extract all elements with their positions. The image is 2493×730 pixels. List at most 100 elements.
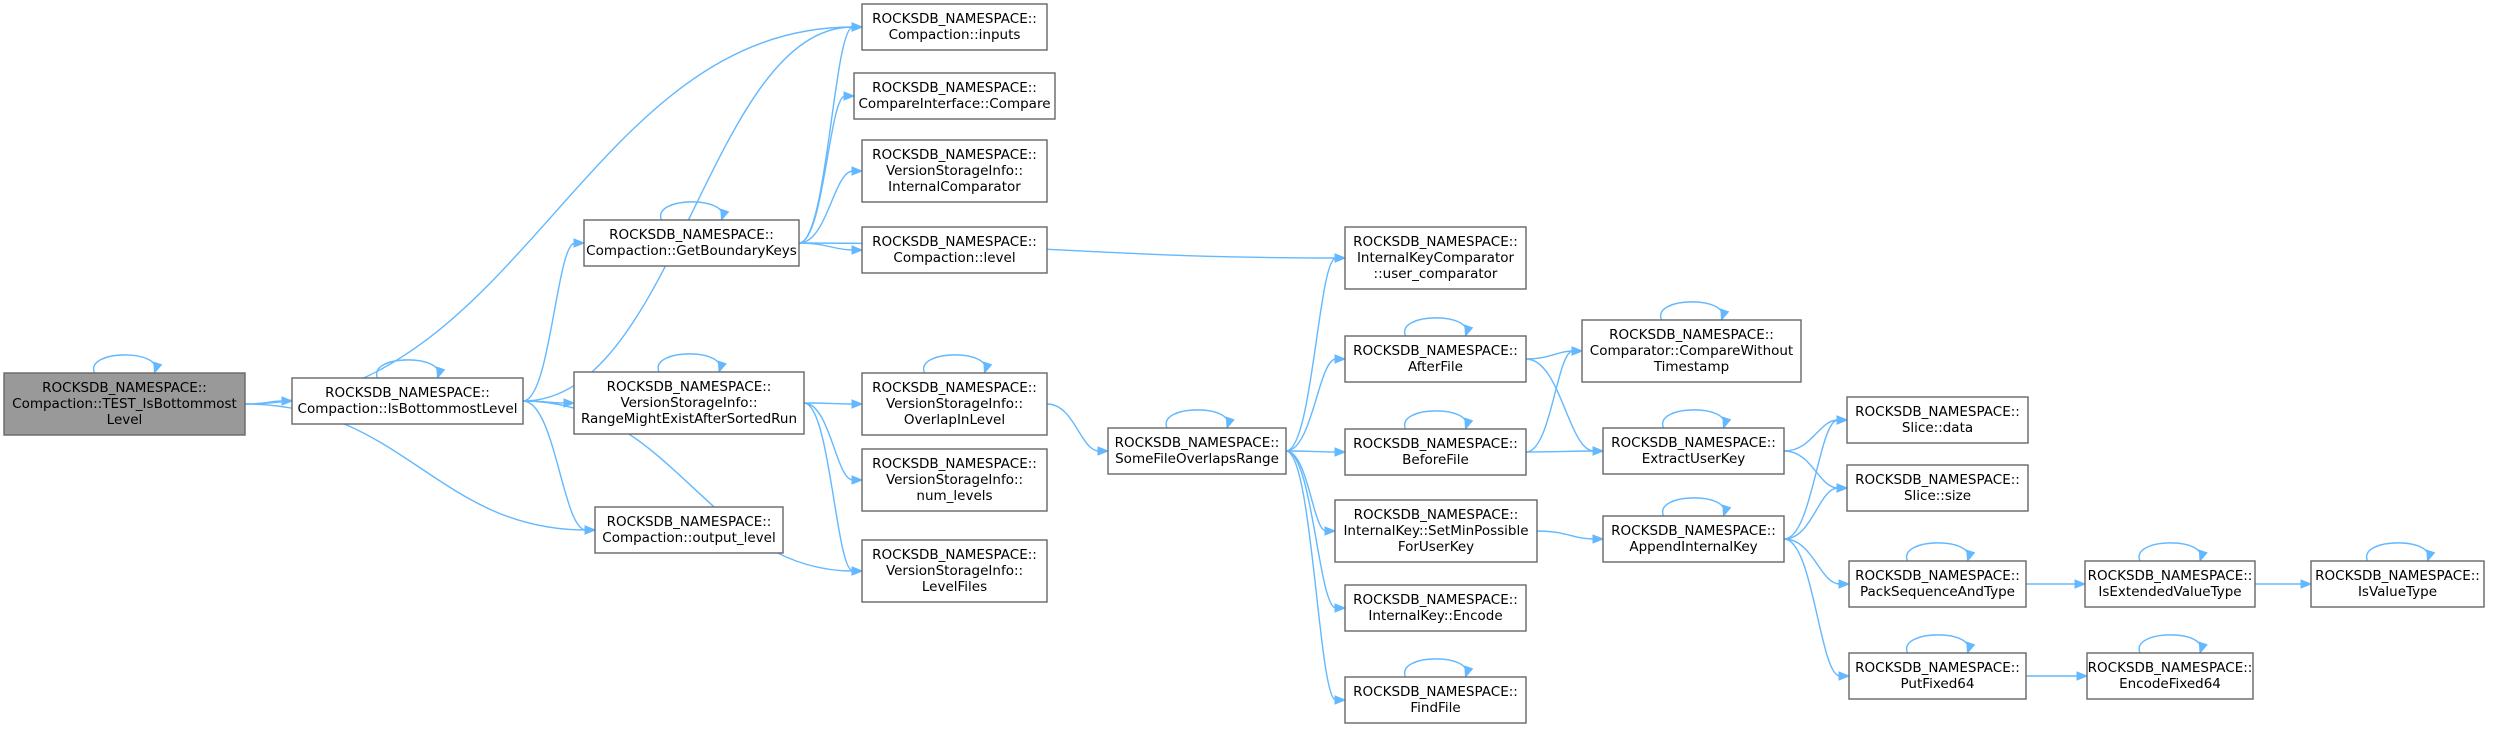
node-levelfiles[interactable]: ROCKSDB_NAMESPACE::VersionStorageInfo::L… xyxy=(861,539,1048,603)
node-compare[interactable]: ROCKSDB_NAMESPACE::CompareInterface::Com… xyxy=(853,72,1056,120)
node-box xyxy=(573,371,805,435)
edge-line xyxy=(1285,450,1337,609)
edge-append-putfixed xyxy=(1783,538,1851,681)
edge-arrowhead xyxy=(1592,446,1605,456)
node-label: VersionStorageInfo:: xyxy=(620,395,757,411)
edge-line xyxy=(1525,358,1595,452)
node-internalcmp[interactable]: ROCKSDB_NAMESPACE::VersionStorageInfo::I… xyxy=(861,139,1048,203)
edge-arrowhead xyxy=(1722,504,1732,518)
node-box xyxy=(1581,319,1802,383)
edge-line xyxy=(1783,538,1841,677)
node-label: ROCKSDB_NAMESPACE:: xyxy=(1855,568,2020,584)
node-label: Level xyxy=(107,412,143,428)
node-somefile[interactable]: ROCKSDB_NAMESPACE::SomeFileOverlapsRange xyxy=(1107,427,1287,475)
edge-line xyxy=(2138,634,2202,654)
node-label: ROCKSDB_NAMESPACE:: xyxy=(607,514,772,530)
node-encodefixed[interactable]: ROCKSDB_NAMESPACE::EncodeFixed64 xyxy=(2086,652,2254,700)
node-box xyxy=(1344,676,1527,724)
edge-arrowhead xyxy=(573,238,586,248)
edge-arrowhead xyxy=(153,361,163,375)
node-label: ROCKSDB_NAMESPACE:: xyxy=(1353,234,1518,250)
node-isextended[interactable]: ROCKSDB_NAMESPACE::IsExtendedValueType xyxy=(2084,560,2256,608)
node-layer: ROCKSDB_NAMESPACE::Compaction::TEST_IsBo… xyxy=(3,3,2485,724)
edge-setmin-append xyxy=(1536,530,1605,544)
edge-line xyxy=(1783,487,1839,540)
node-rangemight[interactable]: ROCKSDB_NAMESPACE::VersionStorageInfo::R… xyxy=(573,371,805,435)
edge-somefile-encode xyxy=(1285,450,1347,613)
edge-arrowhead xyxy=(1966,641,1976,655)
node-box xyxy=(861,139,1048,203)
node-extract[interactable]: ROCKSDB_NAMESPACE::ExtractUserKey xyxy=(1602,427,1785,475)
node-inputs[interactable]: ROCKSDB_NAMESPACE::Compaction::inputs xyxy=(861,3,1048,51)
node-label: ROCKSDB_NAMESPACE:: xyxy=(609,227,774,243)
edge-test-inputs xyxy=(244,22,864,405)
node-append[interactable]: ROCKSDB_NAMESPACE::AppendInternalKey xyxy=(1602,515,1785,563)
edge-arrowhead xyxy=(720,208,730,222)
node-level[interactable]: ROCKSDB_NAMESPACE::Compaction::level xyxy=(861,226,1048,274)
node-overlap[interactable]: ROCKSDB_NAMESPACE::VersionStorageInfo::O… xyxy=(861,372,1048,436)
node-setmin[interactable]: ROCKSDB_NAMESPACE::InternalKey::SetMinPo… xyxy=(1334,499,1538,563)
edge-arrowhead xyxy=(584,525,597,535)
edge-line xyxy=(1660,301,1723,321)
node-label: ROCKSDB_NAMESPACE:: xyxy=(1353,592,1518,608)
edge-arrowhead xyxy=(563,398,576,408)
edge-arrowhead xyxy=(1464,665,1474,679)
node-label: ROCKSDB_NAMESPACE:: xyxy=(872,147,1037,163)
edge-line xyxy=(798,170,854,244)
edge-line xyxy=(1783,419,1839,540)
node-afterfile[interactable]: ROCKSDB_NAMESPACE::AfterFile xyxy=(1344,335,1527,383)
edge-line xyxy=(1525,450,1595,453)
edge-line xyxy=(93,354,156,374)
node-encode[interactable]: ROCKSDB_NAMESPACE::InternalKey::Encode xyxy=(1344,584,1527,632)
node-getbound[interactable]: ROCKSDB_NAMESPACE::Compaction::GetBounda… xyxy=(583,219,800,267)
edge-line xyxy=(1906,542,1969,562)
node-box xyxy=(594,506,784,554)
edge-beforefile-beforefile xyxy=(1404,410,1474,431)
edge-append-append xyxy=(1662,497,1732,518)
edge-beforefile-extract xyxy=(1525,446,1605,456)
edge-somefile-afterfile xyxy=(1285,354,1347,452)
node-label: SomeFileOverlapsRange xyxy=(1115,451,1279,467)
node-packseq[interactable]: ROCKSDB_NAMESPACE::PackSequenceAndType xyxy=(1848,560,2027,608)
node-box xyxy=(2086,652,2254,700)
edge-line xyxy=(803,402,854,405)
node-isvalue[interactable]: ROCKSDB_NAMESPACE::IsValueType xyxy=(2310,560,2485,608)
node-slicesize[interactable]: ROCKSDB_NAMESPACE::Slice::size xyxy=(1846,464,2029,512)
edge-line xyxy=(522,242,576,402)
node-outputlevel[interactable]: ROCKSDB_NAMESPACE::Compaction::output_le… xyxy=(594,506,784,554)
edge-line xyxy=(798,26,854,244)
edge-arrowhead xyxy=(1097,446,1110,456)
node-slicedata[interactable]: ROCKSDB_NAMESPACE::Slice::data xyxy=(1846,396,2029,444)
edge-line xyxy=(1783,419,1839,452)
node-label: ROCKSDB_NAMESPACE:: xyxy=(872,547,1037,563)
node-label: VersionStorageInfo:: xyxy=(886,563,1023,579)
edge-line xyxy=(923,354,986,374)
node-comparewo[interactable]: ROCKSDB_NAMESPACE::Comparator::CompareWi… xyxy=(1581,319,1802,383)
edge-arrowhead xyxy=(1334,447,1347,457)
edge-getbound-inputs xyxy=(798,22,864,244)
node-label: Compaction::output_level xyxy=(602,530,775,546)
node-label: ROCKSDB_NAMESPACE:: xyxy=(607,379,772,395)
node-findfile[interactable]: ROCKSDB_NAMESPACE::FindFile xyxy=(1344,676,1527,724)
node-label: InternalKey::Encode xyxy=(1368,608,1502,624)
edge-arrowhead xyxy=(1464,417,1474,431)
edge-arrowhead xyxy=(1592,534,1605,544)
edge-line xyxy=(1662,409,1725,429)
edge-beforefile-comparewo xyxy=(1525,346,1584,453)
node-putfixed[interactable]: ROCKSDB_NAMESPACE::PutFixed64 xyxy=(1848,652,2027,700)
node-box xyxy=(1602,427,1785,475)
node-numlevels[interactable]: ROCKSDB_NAMESPACE::VersionStorageInfo::n… xyxy=(861,448,1048,512)
node-label: Compaction::inputs xyxy=(889,27,1021,43)
edge-overlap-overlap xyxy=(923,354,993,375)
edge-test-test xyxy=(93,354,163,375)
node-usercmp[interactable]: ROCKSDB_NAMESPACE::InternalKeyComparator… xyxy=(1344,226,1527,290)
node-beforefile[interactable]: ROCKSDB_NAMESPACE::BeforeFile xyxy=(1344,428,1527,476)
edge-isextended-isextended xyxy=(2138,542,2208,563)
edge-line xyxy=(1783,450,1839,489)
node-test[interactable]: ROCKSDB_NAMESPACE::Compaction::TEST_IsBo… xyxy=(3,372,246,436)
edge-arrowhead xyxy=(2198,641,2208,655)
edge-line xyxy=(1662,497,1725,517)
node-isbottom[interactable]: ROCKSDB_NAMESPACE::Compaction::IsBottomm… xyxy=(291,377,524,425)
node-label: VersionStorageInfo:: xyxy=(886,163,1023,179)
